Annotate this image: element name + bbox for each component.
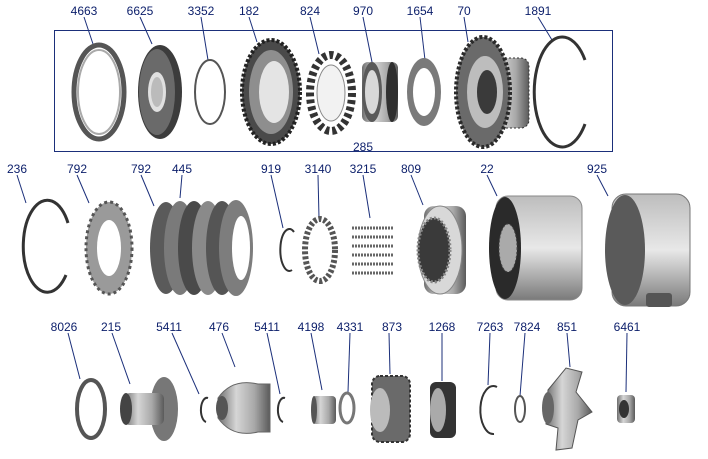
part-label-1891: 1891 (524, 4, 552, 18)
part-label-236: 236 (6, 162, 28, 176)
part-label-3352: 3352 (187, 4, 215, 18)
part-70 (454, 35, 530, 149)
part-label-4198: 4198 (297, 320, 325, 334)
part-22 (489, 195, 583, 301)
part-4663 (71, 42, 127, 142)
group-box-285 (54, 30, 613, 152)
part-label-3215: 3215 (349, 162, 377, 176)
part-182 (240, 38, 302, 146)
part-3140 (302, 216, 338, 284)
part-label-182: 182 (238, 4, 260, 18)
part-1268 (430, 382, 456, 438)
part-label-792b: 792 (130, 162, 152, 176)
part-4198 (311, 396, 336, 424)
part-5411b (276, 396, 286, 423)
part-970 (362, 62, 398, 122)
part-label-3140: 3140 (304, 162, 332, 176)
part-8026 (75, 378, 107, 440)
part-label-851: 851 (556, 320, 578, 334)
part-label-215: 215 (100, 320, 122, 334)
part-label-792a: 792 (66, 162, 88, 176)
part-7263 (479, 385, 498, 436)
part-label-925: 925 (586, 162, 608, 176)
leader-lines-row2 (16, 174, 609, 229)
part-1654 (407, 58, 441, 126)
part-3352 (194, 59, 226, 125)
part-label-919: 919 (260, 162, 282, 176)
leader-lines-row3 (67, 332, 628, 397)
part-824 (306, 51, 356, 135)
part-label-70: 70 (457, 4, 471, 18)
part-label-476: 476 (208, 320, 230, 334)
part-label-445: 445 (171, 162, 193, 176)
part-label-6625: 6625 (126, 4, 154, 18)
part-label-6461: 6461 (613, 320, 641, 334)
part-792b-445-clutch-pack (150, 200, 253, 296)
part-label-4663: 4663 (70, 4, 98, 18)
part-6461 (617, 395, 635, 423)
part-1891 (532, 35, 587, 149)
part-476 (216, 382, 271, 434)
part-7824 (514, 395, 526, 423)
group-label-285: 285 (352, 140, 374, 154)
part-809 (416, 205, 466, 295)
part-792a (84, 200, 134, 296)
part-label-824: 824 (299, 4, 321, 18)
part-label-873: 873 (381, 320, 403, 334)
part-label-8026: 8026 (50, 320, 78, 334)
part-3215 (352, 226, 394, 275)
part-215 (120, 377, 178, 441)
part-4331 (338, 391, 356, 425)
part-label-7263: 7263 (476, 320, 504, 334)
part-6625 (138, 45, 182, 139)
part-label-22: 22 (480, 162, 494, 176)
part-label-1268: 1268 (428, 320, 456, 334)
part-5411a (199, 396, 209, 423)
part-236 (21, 198, 70, 294)
part-label-809: 809 (400, 162, 422, 176)
part-925 (605, 193, 691, 307)
part-label-7824: 7824 (513, 320, 541, 334)
leader-lines-row1 (83, 16, 553, 63)
part-919 (279, 227, 295, 272)
part-873 (370, 375, 411, 443)
part-label-4331: 4331 (336, 320, 364, 334)
part-851 (542, 367, 593, 451)
part-label-5411b: 5411 (254, 320, 280, 334)
part-label-5411a: 5411 (156, 320, 182, 334)
part-label-970: 970 (352, 4, 374, 18)
part-label-1654: 1654 (406, 4, 434, 18)
